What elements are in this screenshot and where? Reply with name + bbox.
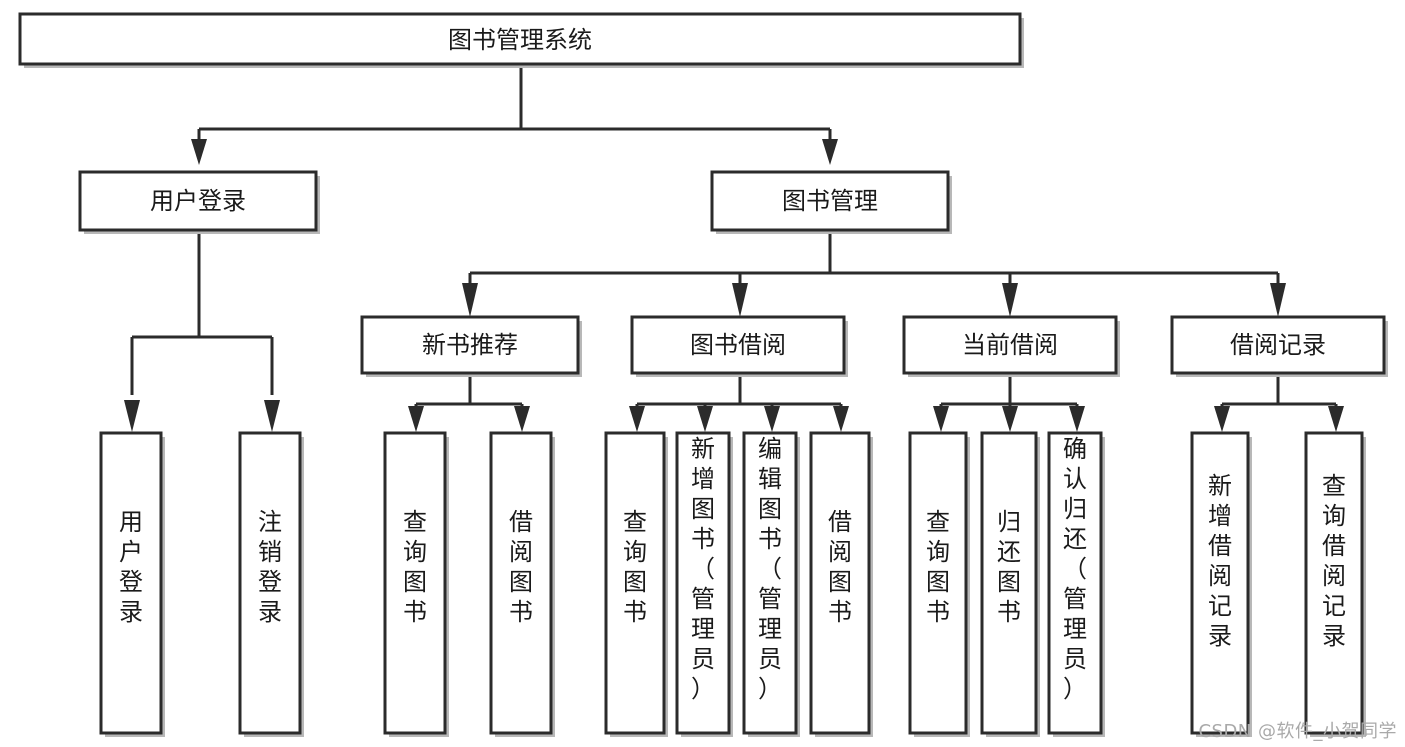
leaf-borrowrecord-query-label: 查询借阅记录 (1322, 472, 1346, 650)
node-new-book-rec-label: 新书推荐 (422, 331, 518, 359)
leaf-borrowrecord-add[interactable]: 新增借阅记录 (1190, 431, 1252, 737)
leaf-newbook-borrow-label: 借阅图书 (509, 508, 533, 626)
node-borrow-record-box[interactable] (1170, 315, 1386, 375)
leaf-bookborrow-borrow-label: 借阅图书 (828, 508, 852, 626)
node-book-borrow[interactable]: 图书借阅 (630, 315, 848, 377)
arrowhead-bb-query (629, 406, 645, 432)
connector-layer (124, 67, 1344, 432)
arrowhead-books (822, 139, 838, 165)
leaf-newbook-borrow[interactable]: 借阅图书 (489, 431, 555, 737)
leaf-currentborrow-confirm-label: 确认归还（管理员） (1063, 435, 1087, 703)
leaf-borrowrecord-add-label: 新增借阅记录 (1208, 472, 1232, 650)
node-book-borrow-box[interactable] (630, 315, 846, 375)
arrowhead-bb-borrow (833, 406, 849, 432)
node-current-borrow-label: 当前借阅 (962, 331, 1058, 359)
node-new-book-rec[interactable]: 新书推荐 (360, 315, 582, 377)
node-book-management[interactable]: 图书管理 (710, 170, 952, 234)
arrowhead-cb-query (933, 406, 949, 432)
node-book-management-box[interactable] (710, 170, 950, 232)
arrowhead-bb-edit (764, 406, 780, 432)
node-root[interactable]: 图书管理系统 (18, 12, 1024, 68)
arrowhead-nb-borrow (514, 406, 530, 432)
node-current-borrow-box[interactable] (902, 315, 1118, 375)
leaf-bookborrow-query-box[interactable] (604, 431, 666, 735)
arrowhead-login (191, 139, 207, 165)
leaf-bookborrow-edit[interactable]: 编辑图书（管理员） (742, 431, 800, 737)
leaf-bookborrow-borrow-box[interactable] (809, 431, 871, 735)
leaf-currentborrow-query[interactable]: 查询图书 (908, 431, 970, 737)
node-borrow-record[interactable]: 借阅记录 (1170, 315, 1388, 377)
leaf-bookborrow-add-label: 新增图书（管理员） (691, 435, 715, 703)
leaf-newbook-query-box[interactable] (383, 431, 447, 735)
leaf-newbook-query-label: 查询图书 (403, 508, 427, 626)
leaf-user-login-signout-box[interactable] (238, 431, 302, 735)
leaf-user-login-signin-label: 用户登录 (119, 508, 143, 626)
arrowhead-br-query (1328, 406, 1344, 432)
leaf-bookborrow-add[interactable]: 新增图书（管理员） (675, 431, 733, 737)
csdn-watermark: CSDN @软件_小贺同学 (1198, 721, 1397, 742)
arrowhead-cb-return (1002, 406, 1018, 432)
leaf-currentborrow-return[interactable]: 归还图书 (980, 431, 1040, 737)
leaf-currentborrow-confirm-box[interactable] (1047, 431, 1103, 735)
leaf-newbook-borrow-box[interactable] (489, 431, 553, 735)
node-book-management-label: 图书管理 (782, 187, 878, 215)
arrowhead-borrow-record (1270, 283, 1286, 317)
leaf-user-login-signin-box[interactable] (99, 431, 163, 735)
node-new-book-rec-box[interactable] (360, 315, 580, 375)
arrowhead-bb-add (697, 406, 713, 432)
leaf-borrowrecord-query[interactable]: 查询借阅记录 (1304, 431, 1366, 737)
arrowhead-user-login (124, 400, 140, 432)
leaf-user-login-signin[interactable]: 用户登录 (99, 431, 165, 737)
leaf-borrowrecord-add-box[interactable] (1190, 431, 1250, 735)
leaf-user-login-signout[interactable]: 注销登录 (238, 431, 304, 737)
node-book-borrow-label: 图书借阅 (690, 331, 786, 359)
node-user-login-box[interactable] (78, 170, 318, 232)
arrowhead-book-borrow (732, 283, 748, 317)
node-user-login-label: 用户登录 (150, 187, 246, 215)
node-user-login[interactable]: 用户登录 (78, 170, 320, 234)
leaf-currentborrow-query-label: 查询图书 (926, 508, 950, 626)
leaf-currentborrow-confirm[interactable]: 确认归还（管理员） (1047, 431, 1105, 737)
leaf-bookborrow-edit-label: 编辑图书（管理员） (758, 435, 782, 703)
leaf-currentborrow-query-box[interactable] (908, 431, 968, 735)
node-root-box[interactable] (18, 12, 1022, 66)
arrowhead-new-book (462, 283, 478, 317)
leaf-bookborrow-edit-box[interactable] (742, 431, 798, 735)
leaf-user-login-signout-label: 注销登录 (258, 508, 282, 626)
leaf-bookborrow-add-box[interactable] (675, 431, 731, 735)
leaf-bookborrow-query-label: 查询图书 (623, 508, 647, 626)
leaf-bookborrow-query[interactable]: 查询图书 (604, 431, 668, 737)
arrowhead-nb-query (408, 406, 424, 432)
node-root-label: 图书管理系统 (448, 26, 592, 54)
arrowhead-logout (264, 400, 280, 432)
node-current-borrow[interactable]: 当前借阅 (902, 315, 1120, 377)
leaf-newbook-query[interactable]: 查询图书 (383, 431, 449, 737)
node-borrow-record-label: 借阅记录 (1230, 331, 1326, 359)
arrowhead-br-add (1214, 406, 1230, 432)
leaf-borrowrecord-query-box[interactable] (1304, 431, 1364, 735)
leaf-currentborrow-return-label: 归还图书 (997, 508, 1021, 626)
leaf-currentborrow-return-box[interactable] (980, 431, 1038, 735)
arrowhead-cb-confirm (1069, 406, 1085, 432)
arrowhead-current-borrow (1002, 283, 1018, 317)
leaf-bookborrow-borrow[interactable]: 借阅图书 (809, 431, 873, 737)
